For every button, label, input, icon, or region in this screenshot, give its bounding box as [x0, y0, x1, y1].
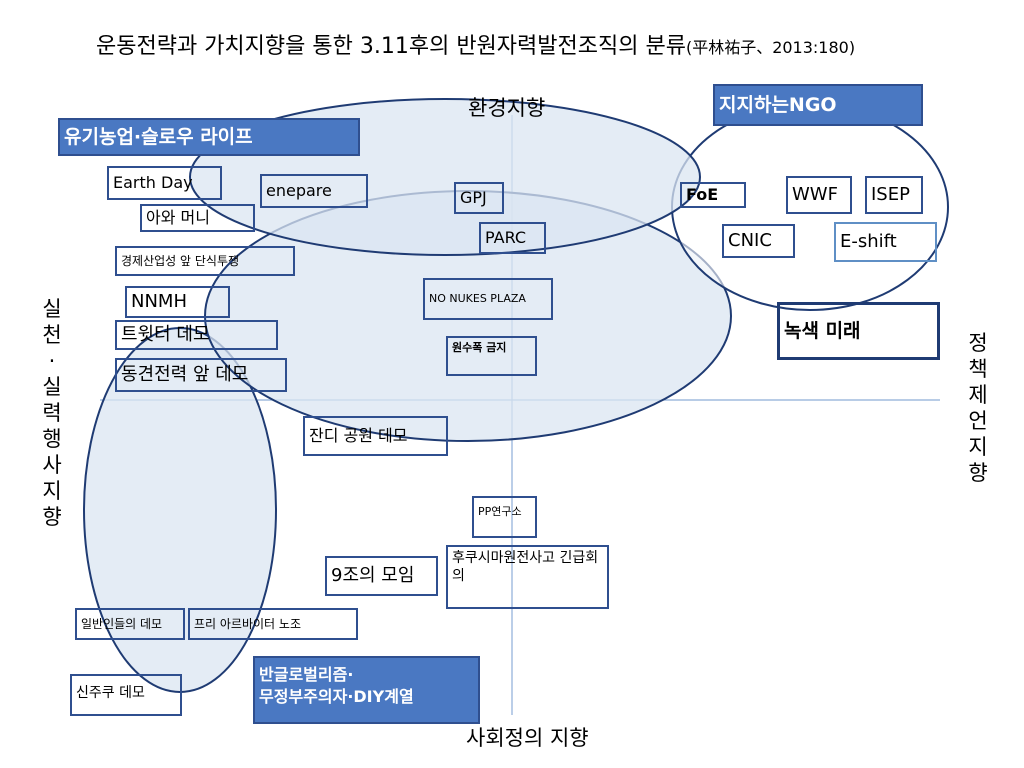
box-pp-institute: PP연구소: [472, 496, 537, 538]
box-supporting-ngo: 지지하는NGO: [713, 84, 923, 126]
axis-label-bottom: 사회정의 지향: [466, 726, 589, 750]
box-organic-slow-life: 유기농업·슬로우 라이프: [58, 118, 360, 156]
box-awa-money: 아와 머니: [140, 204, 255, 232]
box-parc: PARC: [479, 222, 546, 254]
box-keidanren-hunger-strike: 경제산업성 앞 단식투쟁: [115, 246, 295, 276]
box-tepco-demo: 동견전력 앞 데모: [115, 358, 287, 392]
box-cnic: CNIC: [722, 224, 795, 258]
axis-label-top: 환경지향: [468, 96, 546, 120]
title-main: 운동전략과 가치지향을 통한 3.11후의 반원자력발전조직의 분류: [96, 34, 686, 59]
box-gensuikin: 원수폭 금지: [446, 336, 537, 376]
box-no-nukes-plaza: NO NUKES PLAZA: [423, 278, 553, 320]
axis-label-left: 실천· 실력행사지향: [42, 297, 62, 529]
antiglobalism-line-1: 반글로벌리즘·: [259, 665, 354, 684]
antiglobalism-line-2: 무정부주의자·DIY계열: [259, 687, 414, 706]
box-foe: FoE: [680, 182, 746, 208]
box-lawn-park-demo: 잔디 공원 데모: [303, 416, 448, 456]
box-shinjuku-demo: 신주쿠 데모: [70, 674, 182, 716]
box-greens-japan: 녹색 미래: [777, 302, 940, 360]
box-article9-association: 9조의 모임: [325, 556, 438, 596]
title-citation: (平林祐子、2013:180): [685, 38, 856, 57]
box-earth-day: Earth Day: [107, 166, 222, 200]
box-freeter-union: 프리 아르바이터 노조: [188, 608, 358, 640]
diagram-title: 운동전략과 가치지향을 통한 3.11후의 반원자력발전조직의 분류(平林祐子、…: [96, 28, 855, 60]
box-fukushima-emergency-council: 후쿠시마원전사고 긴급회의: [446, 545, 609, 609]
box-twitter-demo: 트윗터 데모: [115, 320, 278, 350]
box-e-shift: E-shift: [834, 222, 937, 262]
box-citizens-demo: 일반인들의 데모: [75, 608, 185, 640]
box-wwf: WWF: [786, 176, 852, 214]
box-nnmh: NNMH: [125, 286, 230, 318]
box-gpj: GPJ: [454, 182, 504, 214]
axis-label-right: 정책제언지향: [968, 331, 988, 485]
box-enepare: enepare: [260, 174, 368, 208]
box-isep: ISEP: [865, 176, 923, 214]
box-antiglobalism: 반글로벌리즘· 무정부주의자·DIY계열: [253, 656, 480, 724]
